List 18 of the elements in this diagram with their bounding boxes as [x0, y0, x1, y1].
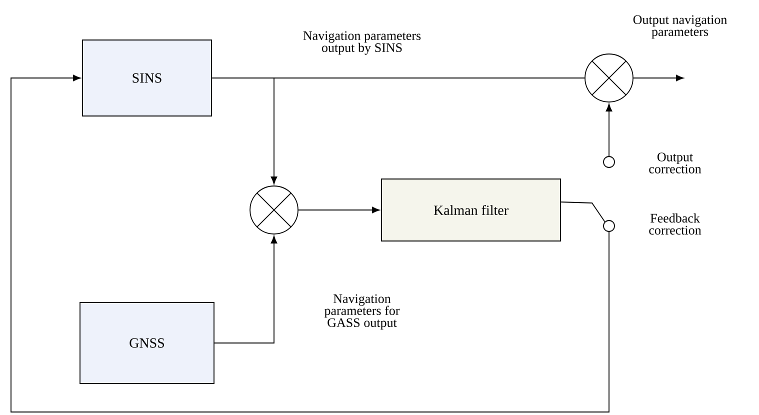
arrow	[214, 236, 278, 344]
edge-label: Navigation parameters output by SINS	[303, 31, 421, 55]
terminal-circle	[603, 220, 615, 232]
terminal-label: Output correction	[649, 152, 702, 174]
terminal-circle	[603, 156, 615, 168]
arrow	[298, 206, 380, 214]
summing-junction	[250, 186, 298, 234]
process-box: Kalman filter	[381, 178, 561, 242]
edge-label: Navigation parameters for GASS output	[324, 294, 400, 330]
process-box: SINS	[82, 40, 212, 116]
arrow	[10, 74, 610, 412]
summing-junction	[584, 54, 634, 102]
terminal-label: Feedback correction	[649, 213, 702, 235]
arrow	[633, 74, 684, 82]
arrow	[212, 78, 278, 184]
process-box: GNSS	[80, 302, 214, 384]
arrow	[606, 104, 612, 156]
output-label: Output navigation parameters	[633, 15, 727, 39]
